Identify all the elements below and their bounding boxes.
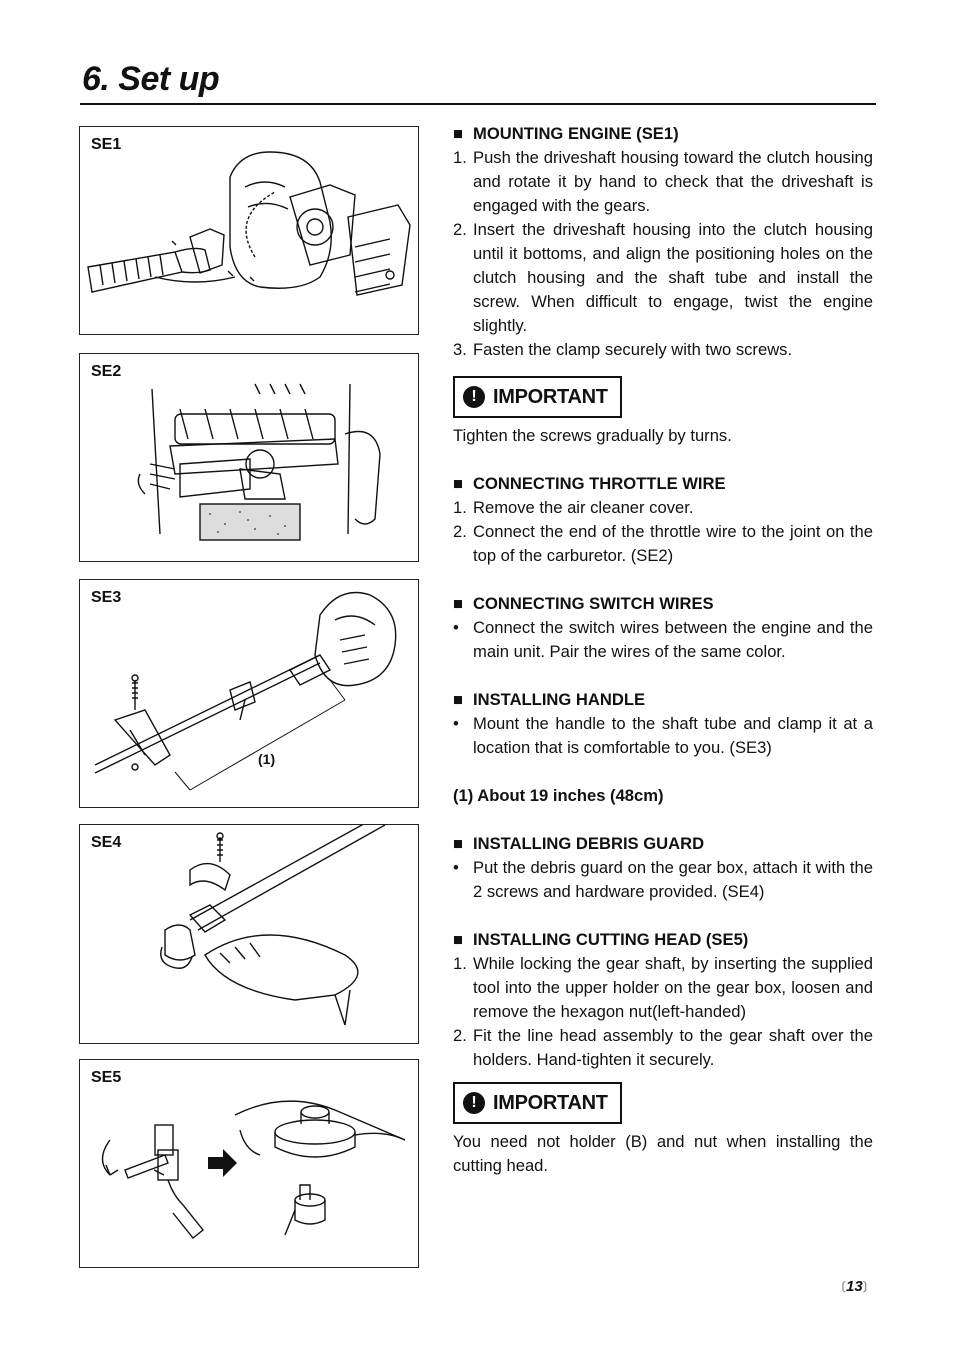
list-item: •Mount the handle to the shaft tube and … [453, 714, 873, 757]
exclamation-icon: ! [463, 1092, 485, 1114]
important-box: ! IMPORTANT [453, 1082, 622, 1124]
handle-installation-illustration: (1) [94, 591, 397, 791]
cutting-head-illustration [101, 1100, 406, 1239]
figure-label: SE3 [91, 589, 122, 606]
figure-se1: SE1 [79, 126, 419, 335]
debris-guard-illustration [160, 825, 386, 1026]
figure-label: SE2 [91, 363, 122, 380]
important-text: Tighten the screws gradually by turns. [453, 426, 732, 445]
figure-label: SE5 [91, 1069, 122, 1086]
list-item: •Connect the switch wires between the en… [453, 618, 873, 661]
figure-se2: SE2 [79, 353, 419, 562]
section-heading-throttle-wire: ■ CONNECTING THROTTLE WIRE [453, 474, 726, 493]
callout-label: (1) [258, 751, 275, 767]
important-label: IMPORTANT [493, 1092, 608, 1114]
page-number: 〔13〕 [834, 1278, 875, 1295]
figure-se5: SE5 [79, 1059, 419, 1268]
figure-se3: (1) SE3 [79, 579, 419, 808]
important-text: You need not holder (B) and nut when ins… [453, 1132, 873, 1175]
section-heading-cutting-head: ■ INSTALLING CUTTING HEAD (SE5) [453, 930, 749, 949]
important-label: IMPORTANT [493, 386, 608, 408]
handle-distance-note: (1) About 19 inches (48cm) [453, 786, 664, 805]
important-box: ! IMPORTANT [453, 376, 622, 418]
list-item: 1.Remove the air cleaner cover. [453, 498, 694, 517]
list-item: 2.Insert the driveshaft housing into the… [453, 220, 873, 335]
list-item: •Put the debris guard on the gear box, a… [453, 858, 873, 901]
instructions-column: ■ MOUNTING ENGINE (SE1) 1.Push the drive… [453, 122, 873, 1178]
section-heading-switch-wires: ■ CONNECTING SWITCH WIRES [453, 594, 714, 613]
figure-label: SE4 [91, 834, 122, 851]
list-item: 2.Connect the end of the throttle wire t… [453, 522, 873, 565]
debris-guard-list: •Put the debris guard on the gear box, a… [453, 856, 873, 904]
carburetor-illustration [137, 383, 381, 541]
section-heading-debris-guard: ■ INSTALLING DEBRIS GUARD [453, 834, 705, 853]
section-heading-installing-handle: ■ INSTALLING HANDLE [453, 690, 646, 709]
exclamation-icon: ! [463, 386, 485, 408]
engine-mount-illustration [87, 151, 411, 296]
page-title: 6. Set up [82, 60, 220, 98]
switch-wires-list: •Connect the switch wires between the en… [453, 616, 873, 664]
throttle-wire-steps: 1.Remove the air cleaner cover. 2.Connec… [453, 496, 873, 568]
figure-label: SE1 [91, 136, 122, 153]
list-item: 2.Fit the line head assembly to the gear… [453, 1026, 873, 1069]
list-item: 1.Push the driveshaft housing toward the… [453, 148, 873, 215]
installing-handle-list: •Mount the handle to the shaft tube and … [453, 712, 873, 760]
list-item: 3.Fasten the clamp securely with two scr… [453, 340, 793, 359]
mounting-engine-steps: 1.Push the driveshaft housing toward the… [453, 146, 873, 362]
cutting-head-steps: 1.While locking the gear shaft, by inser… [453, 952, 873, 1072]
square-bullet: ■ [453, 124, 464, 143]
section-heading-mounting-engine: ■ MOUNTING ENGINE (SE1) [453, 122, 873, 146]
figure-se4: SE4 [79, 824, 419, 1044]
list-item: 1.While locking the gear shaft, by inser… [453, 954, 873, 1021]
title-rule [80, 103, 876, 105]
